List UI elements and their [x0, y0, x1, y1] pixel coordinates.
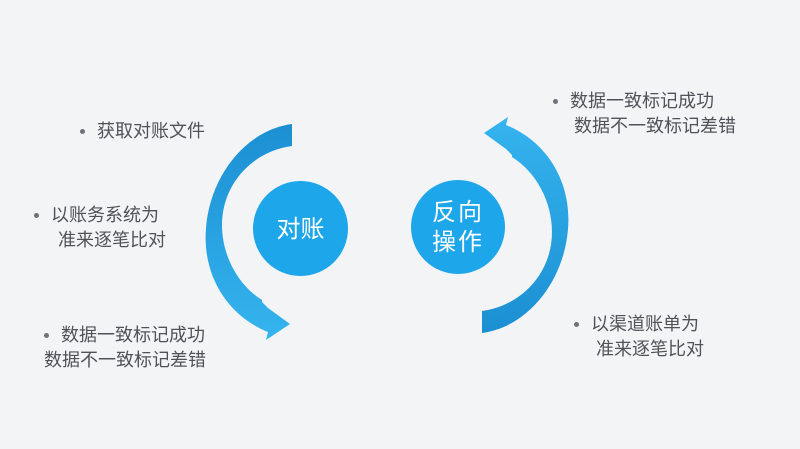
- reverse-operation-label: 反向 操作: [432, 198, 484, 256]
- note-text-continuation: 准来逐笔比对: [58, 230, 166, 251]
- left-note-compare-by-ledger: 以账务系统为 准来逐笔比对: [34, 203, 166, 253]
- note-text-continuation: 准来逐笔比对: [596, 339, 704, 360]
- note-text-continuation: 数据不一致标记差错: [574, 116, 736, 137]
- bullet-icon: [574, 322, 579, 327]
- reconcile-circle: 对账: [253, 181, 348, 276]
- left-cycle-arrow: [205, 124, 292, 340]
- note-text: 获取对账文件: [97, 121, 205, 142]
- note-text-continuation: 数据不一致标记差错: [44, 350, 206, 371]
- note-text: 数据一致标记成功: [61, 325, 205, 346]
- reconcile-label: 对账: [276, 214, 325, 243]
- bullet-icon: [34, 213, 39, 218]
- note-text: 以账务系统为: [51, 205, 159, 226]
- left-note-fetch-file: 获取对账文件: [80, 119, 205, 144]
- bullet-icon: [553, 99, 558, 104]
- left-note-mark-result: 数据一致标记成功 数据不一致标记差错: [44, 323, 206, 373]
- reverse-operation-circle: 反向 操作: [411, 180, 505, 274]
- note-text: 以渠道账单为: [591, 314, 699, 335]
- bullet-icon: [44, 333, 49, 338]
- right-note-compare-by-channel: 以渠道账单为 准来逐笔比对: [574, 312, 704, 362]
- note-text: 数据一致标记成功: [570, 91, 714, 112]
- right-note-mark-result: 数据一致标记成功 数据不一致标记差错: [553, 89, 736, 139]
- right-cycle-arrow: [482, 117, 569, 333]
- bullet-icon: [80, 129, 85, 134]
